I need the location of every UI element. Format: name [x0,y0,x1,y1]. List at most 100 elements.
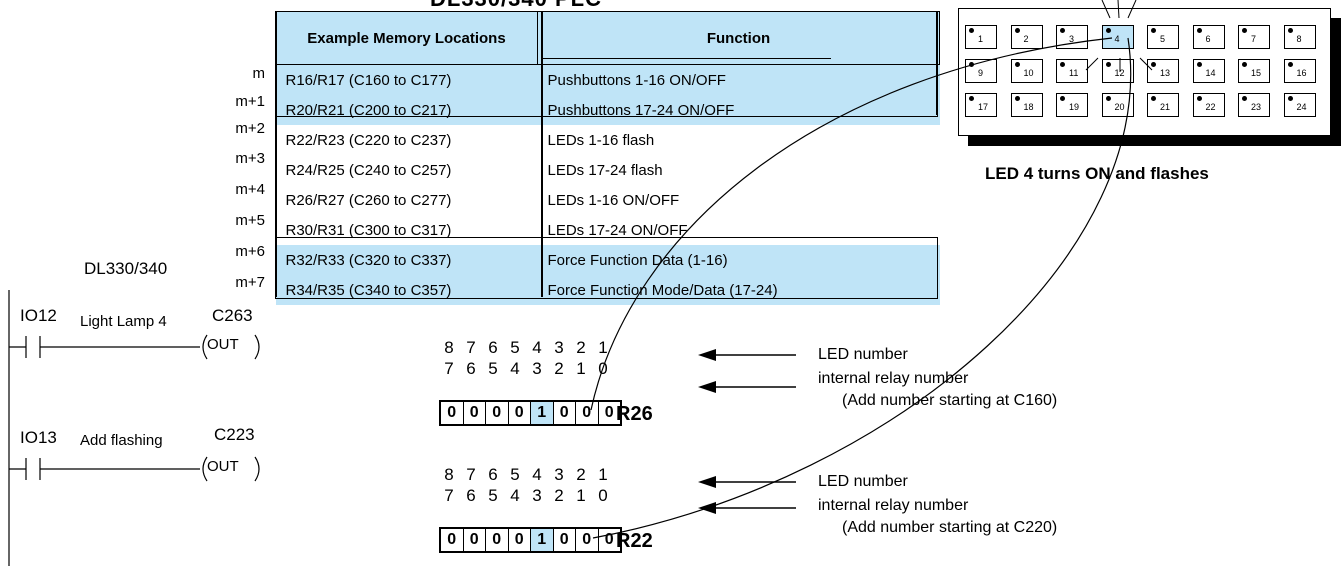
flash-rays-icon [1085,0,1153,72]
led-number: 3 [1069,34,1075,44]
relay-number-row-digit: 4 [510,486,520,505]
table-divider-left [275,11,277,297]
relay-number-row-digit: 2 [554,359,564,378]
led-indicator-icon [1151,62,1156,67]
led-indicator-icon [1196,28,1202,33]
relay-number-row-digit: 5 [488,359,498,378]
led-number: 20 [1114,102,1125,112]
note-add-start: (Add number starting at C220) [842,519,1058,536]
led-15: 15 [1238,59,1270,83]
table-row: R32/R33 (C320 to C337)Force Function Dat… [275,245,940,275]
led-number-row-digit: 7 [466,465,476,484]
led-number-row-digit: 4 [532,465,542,484]
register-bit: 0 [486,402,509,424]
led-11: 11 [1056,59,1088,83]
function-cell: Force Function Mode/Data (17-24) [537,275,940,305]
led-number: 24 [1296,102,1307,112]
row-offset-label: m [252,65,266,82]
led-10: 10 [1010,59,1043,83]
led-number-row-digit: 6 [488,465,498,484]
led-number-row-digit: 3 [554,338,564,357]
table-divider [541,11,543,297]
led-indicator-icon [1287,96,1293,101]
function-cell: LEDs 1-16 flash [547,131,655,149]
led-indicator-icon [969,28,974,33]
led-indicator-icon [1060,96,1065,101]
led-number-row-digit: 5 [510,338,520,357]
led-number-row-digit: 4 [532,338,542,357]
led-indicator-icon [969,96,974,101]
led-number: 17 [978,102,989,112]
function-cell: Pushbuttons 1-16 ON/OFF [537,64,940,95]
relay-number-row-digit: 7 [444,486,454,505]
memory-location-cell: R32/R33 (C320 to C337) [275,245,538,275]
table-row: R30/R31 (C300 to C317) LEDs 17-24 ON/OFF [276,215,940,245]
note-led-number: LED number [818,473,908,490]
function-cell: Force Function Data (1-16) [537,245,940,275]
relay-number-row-digit: 4 [510,359,520,378]
connector-curve-r26 [590,37,1113,411]
note-add-start: (Add number starting at C160) [842,392,1058,409]
register-bit: 0 [554,402,576,424]
rung1-contact [9,336,200,358]
table-divider-mid [541,58,831,60]
col-header-function: Function [537,11,940,65]
led-indicator-icon [1287,28,1293,33]
led-4: 4 [1101,25,1134,49]
led-indicator-icon [1014,96,1020,101]
note-led-number: LED number [818,346,908,363]
led-22: 22 [1192,93,1225,117]
relay-number-row-digit: 1 [576,359,586,378]
arrow-led-number-2 [698,476,796,488]
led-indicator-icon [1060,62,1065,67]
memory-location-cell: R24/R25 (C240 to C257) [285,161,452,179]
memory-location-cell: R26/R27 (C260 to C277) [285,191,452,209]
led-number: 10 [1023,68,1034,78]
led-number-row-digit: 2 [576,465,586,484]
panel-caption: LED 4 turns ON and flashes [985,164,1209,183]
led-indicator-icon [1242,96,1247,101]
function-cell: LEDs 17-24 flash [547,161,663,179]
led-number-row-digit: 1 [598,338,608,357]
led-number: 21 [1160,102,1171,112]
led-number-row-digit: 7 [466,338,476,357]
memory-location-cell: R22/R23 (C220 to C237) [285,131,452,149]
relay-number-row-digit: 7 [444,359,454,378]
row-offset-label: m+1 [235,93,265,110]
row-offset-label: m+3 [235,150,265,167]
register-name: R22 [616,530,653,552]
led-number: 13 [1160,68,1171,78]
led-number-row-digit: 5 [510,465,520,484]
table-row: R22/R23 (C220 to C237) LEDs 1-16 flash [276,125,940,155]
rung2-input: IO13 [20,428,57,447]
led-number: 6 [1205,34,1211,44]
rung1-coil-symbol [202,334,260,360]
header-title: DL330/340 PLC [430,0,602,12]
led-8: 8 [1283,25,1316,49]
table-row: R24/R25 (C240 to C257) LEDs 17-24 flash [276,155,940,185]
function-cell: LEDs 17-24 ON/OFF [547,221,688,239]
led-19: 19 [1056,93,1088,117]
function-cell: LEDs 1-16 ON/OFF [547,191,680,209]
memory-location-cell: R30/R31 (C300 to C317) [285,221,452,239]
led-indicator-icon [1014,62,1020,67]
arrow-relay-number-2 [698,502,796,514]
relay-number-row-digit: 3 [532,486,542,505]
led-number: 22 [1205,102,1216,112]
row-offset-label: m+2 [235,120,265,137]
led-number: 16 [1296,68,1307,78]
register-name: R26 [616,403,653,425]
arrow-relay-number-1 [698,381,796,393]
led-indicator-icon [1196,62,1202,67]
led-indicator-icon [1105,62,1111,67]
led-14: 14 [1192,59,1225,83]
led-number-row-digit: 3 [554,465,564,484]
led-number-row-digit: 2 [576,338,586,357]
led-16: 16 [1283,59,1316,83]
register-bit: 0 [604,404,614,421]
led-5: 5 [1147,25,1179,49]
register-bit: 0 [464,529,486,551]
led-12: 12 [1101,59,1134,83]
